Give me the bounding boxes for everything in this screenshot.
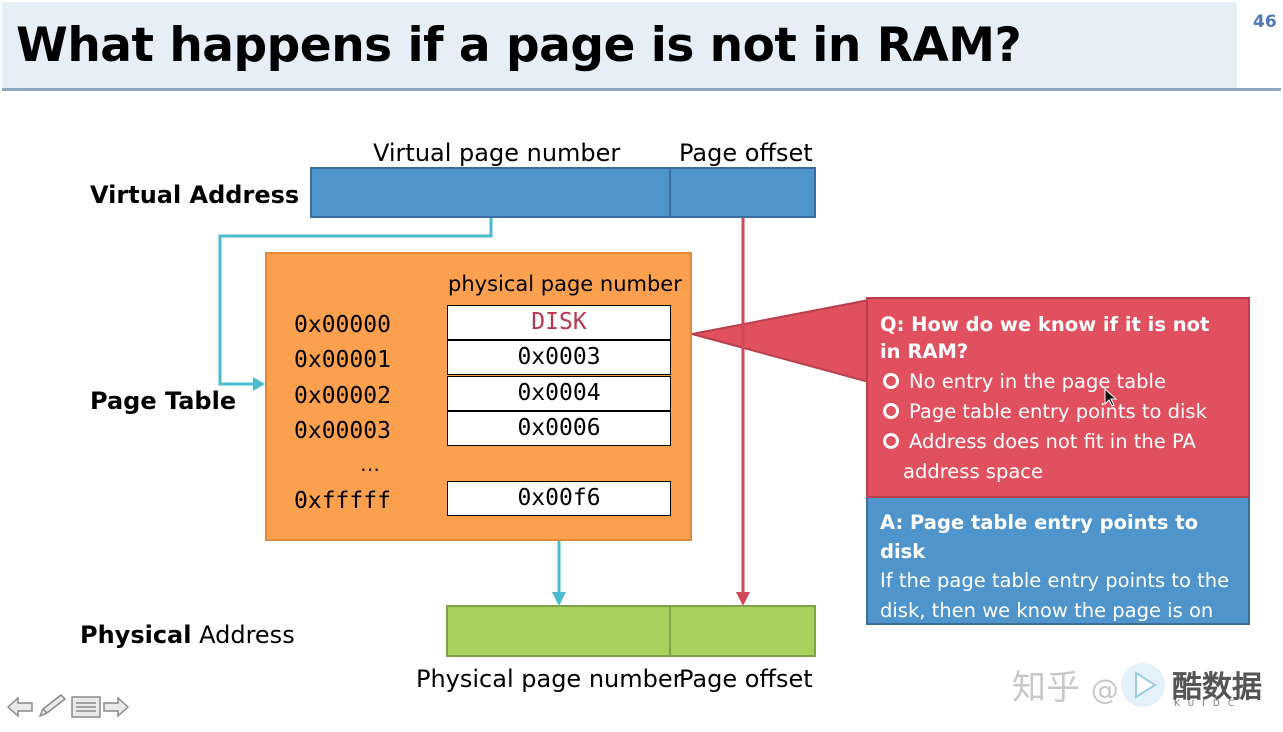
- question-box: Q: How do we know if it is not in RAM? N…: [866, 297, 1250, 498]
- ring-bullet-icon: [883, 403, 899, 419]
- zhihu-text: 知乎: [1012, 668, 1080, 708]
- virtual-address-label: Virtual Address: [90, 181, 300, 209]
- pt-cell: 0x00f6: [447, 481, 671, 516]
- answer-head: A: Page table entry points to disk: [880, 511, 1198, 563]
- option-item: Address does not fit in the PA: [880, 427, 1236, 457]
- option-item: No entry in the page table: [880, 367, 1236, 397]
- offset-arrowhead: [736, 592, 750, 606]
- answer-body: If the page table entry points to the di…: [880, 569, 1230, 652]
- pt-cell: 0x0006: [447, 411, 671, 446]
- vpn-arrowhead: [253, 377, 265, 391]
- slide-nav: [6, 694, 131, 724]
- question-text: Q: How do we know if it is not in RAM?: [880, 313, 1210, 363]
- option-continuation: address space: [903, 460, 1044, 483]
- pt-cell: 0x0004: [447, 376, 671, 411]
- ring-bullet-icon: [883, 373, 899, 389]
- page-table-label: Page Table: [90, 387, 237, 415]
- mouse-cursor-icon: [1104, 388, 1118, 407]
- slide-nav-icons: [6, 694, 130, 718]
- pa-offset-label: Page offset: [679, 665, 813, 693]
- option-text: No entry in the page table: [909, 370, 1166, 393]
- answer-box: A: Page table entry points to disk If th…: [866, 498, 1250, 652]
- pt-ellipsis: …: [360, 452, 380, 476]
- watermark-brand-sub: KUIDC: [1174, 699, 1243, 709]
- va-offset-field: [671, 167, 816, 218]
- watermark-zhihu: 知乎 @: [1012, 660, 1119, 709]
- prev-arrow-icon[interactable]: [6, 696, 33, 718]
- va-offset-label: Page offset: [679, 139, 813, 167]
- physical-address-label: Physical Address: [80, 621, 295, 649]
- pt-row-index: 0x00001: [294, 347, 391, 373]
- pt-cell-disk: DISK: [447, 305, 671, 340]
- physical-word: Physical: [80, 621, 192, 649]
- pt-row-index: 0x00000: [294, 312, 391, 338]
- va-vpn-field: [310, 167, 671, 218]
- option-item: Page table entry points to disk: [880, 397, 1236, 427]
- watermark-brand: 酷数据: [1172, 670, 1262, 705]
- slide-number: 46: [1253, 12, 1277, 32]
- next-arrow-icon[interactable]: [103, 696, 130, 718]
- callout-pointer: [691, 298, 870, 384]
- ppn-arrowhead: [552, 592, 566, 606]
- pen-icon[interactable]: [38, 694, 67, 718]
- ring-bullet-icon: [883, 433, 899, 449]
- vpn-to-table-arrow: [218, 218, 493, 386]
- play-logo-icon: [1121, 663, 1165, 707]
- ppn-column-header: physical page number: [448, 272, 682, 296]
- menu-icon[interactable]: [71, 696, 101, 718]
- slide-title: What happens if a page is not in RAM?: [16, 18, 1022, 73]
- pt-row-index: 0xfffff: [294, 488, 391, 514]
- pa-ppn-field: [446, 605, 671, 657]
- pt-cell: 0x0003: [447, 340, 671, 375]
- at-text: @: [1090, 673, 1119, 706]
- pt-row-index: 0x00002: [294, 383, 391, 409]
- pa-offset-field: [671, 605, 816, 657]
- address-word: Address: [191, 621, 295, 649]
- option-text: Page table entry points to disk: [909, 400, 1207, 423]
- vpn-label: Virtual page number: [373, 139, 621, 167]
- title-bar: [2, 2, 1237, 88]
- pt-row-index: 0x00003: [294, 418, 391, 444]
- pa-ppn-label: Physical page number: [416, 665, 683, 693]
- title-rule: [2, 88, 1281, 91]
- option-text: Address does not fit in the PA: [909, 430, 1196, 453]
